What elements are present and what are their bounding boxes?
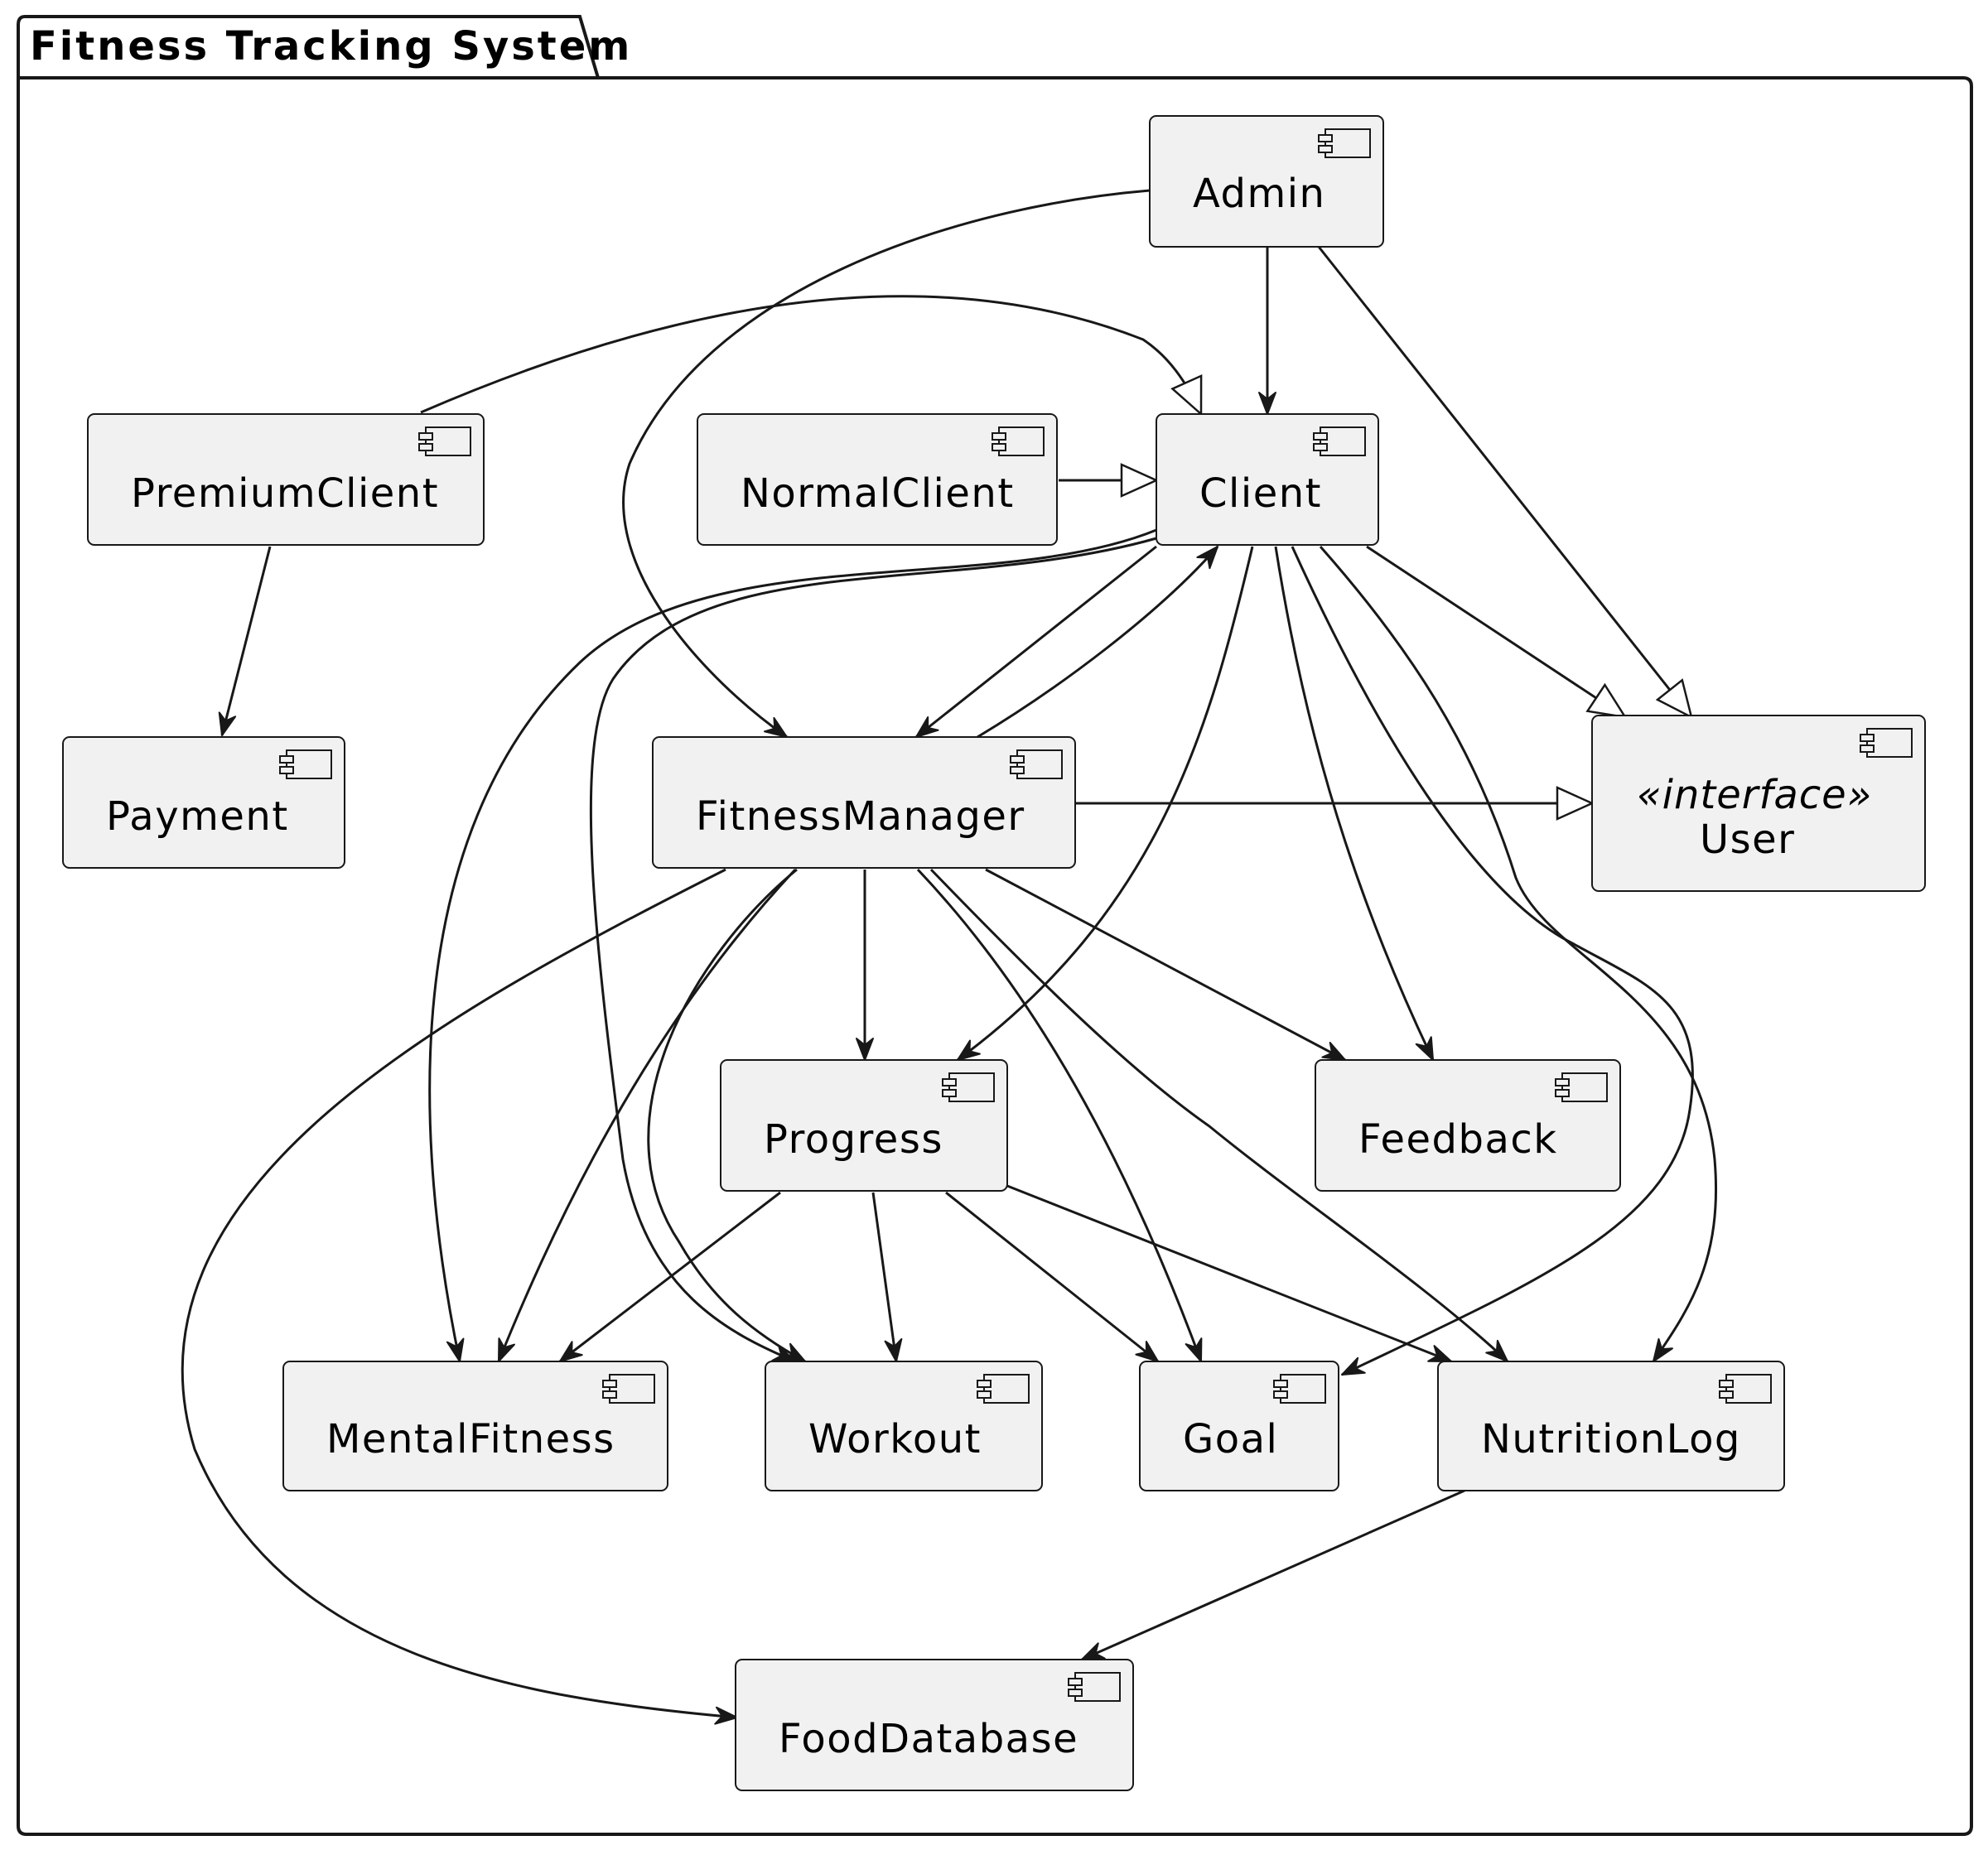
node-mentalfitness[interactable]: MentalFitness (282, 1361, 668, 1491)
node-label: User (1700, 817, 1795, 863)
node-label: NormalClient (741, 470, 1015, 517)
edge-client-progress (957, 546, 1254, 1062)
node-goal[interactable]: Goal (1139, 1361, 1339, 1491)
edge-admin-fitnessmanager (622, 189, 1151, 739)
component-icon (977, 1374, 1030, 1404)
node-admin[interactable]: Admin (1149, 115, 1384, 248)
component-icon (1555, 1072, 1608, 1102)
component-icon (992, 426, 1045, 456)
node-label: PremiumClient (131, 470, 439, 517)
component-icon (279, 749, 332, 779)
node-workout[interactable]: Workout (765, 1361, 1043, 1491)
node-user-interface[interactable]: «interface» User (1591, 715, 1926, 892)
edge-fitnessmanager-client (977, 546, 1219, 739)
edge-client-fitnessmanager (915, 545, 1157, 739)
edge-fitnessmanager-nutritionlog (929, 868, 1509, 1363)
edge-fitnessmanager-goal (916, 868, 1203, 1362)
node-label: FitnessManager (696, 793, 1025, 840)
node-client[interactable]: Client (1156, 413, 1379, 546)
edge-nutritionlog-fooddatabase (1081, 1489, 1465, 1661)
edge-fitnessmanager-mentalfitness (497, 868, 797, 1362)
node-label: Client (1199, 470, 1322, 517)
node-label: Progress (764, 1116, 943, 1163)
node-stereotype: «interface» (1637, 772, 1872, 818)
node-payment[interactable]: Payment (62, 736, 345, 869)
component-icon (1010, 749, 1063, 779)
component-icon (942, 1072, 995, 1102)
node-label: NutritionLog (1481, 1416, 1741, 1462)
edge-fitnessmanager-fooddatabase (181, 868, 738, 1725)
edge-admin-user (1317, 246, 1691, 717)
node-feedback[interactable]: Feedback (1315, 1059, 1621, 1192)
edge-client-goal (1291, 546, 1694, 1376)
edge-client-mentalfitness (428, 528, 1157, 1362)
node-fooddatabase[interactable]: FoodDatabase (735, 1659, 1134, 1791)
node-fitnessmanager[interactable]: FitnessManager (652, 736, 1076, 869)
edge-progress-workout (871, 1192, 903, 1362)
edge-client-nutritionlog (1319, 546, 1718, 1362)
relations (181, 189, 1718, 1725)
package-fitness-tracking-system: Fitness Tracking System (17, 15, 1973, 1836)
edge-progress-nutritionlog (1006, 1184, 1452, 1363)
edge-client-workout (589, 537, 1157, 1363)
component-icon (1318, 128, 1371, 158)
node-normalclient[interactable]: NormalClient (697, 413, 1058, 546)
edge-premiumclient-payment (218, 546, 272, 736)
component-icon (1313, 426, 1366, 456)
node-label: Goal (1183, 1416, 1278, 1462)
nodes: Admin PremiumClient NormalClient (62, 115, 1926, 1791)
node-label: MentalFitness (326, 1416, 615, 1462)
edge-client-feedback (1274, 546, 1435, 1061)
package-title: Fitness Tracking System (30, 23, 632, 70)
node-premiumclient[interactable]: PremiumClient (87, 413, 485, 546)
component-icon (1860, 728, 1913, 758)
component-icon (1068, 1672, 1121, 1702)
node-label: Workout (808, 1416, 982, 1462)
node-label: Admin (1193, 171, 1325, 217)
edge-fitnessmanager-feedback (985, 868, 1346, 1062)
edge-progress-goal (945, 1191, 1159, 1363)
node-nutritionlog[interactable]: NutritionLog (1437, 1361, 1785, 1491)
edge-progress-mentalfitness (559, 1191, 781, 1363)
node-progress[interactable]: Progress (720, 1059, 1008, 1192)
edge-client-user (1366, 545, 1625, 717)
component-icon (1719, 1374, 1772, 1404)
node-label: FoodDatabase (779, 1716, 1078, 1762)
node-label: Feedback (1358, 1116, 1558, 1163)
edge-fitnessmanager-workout (647, 868, 806, 1363)
node-label: Payment (106, 793, 289, 840)
edge-premiumclient-client (420, 295, 1203, 414)
component-icon (602, 1374, 655, 1404)
component-icon (418, 426, 471, 456)
component-icon (1273, 1374, 1326, 1404)
